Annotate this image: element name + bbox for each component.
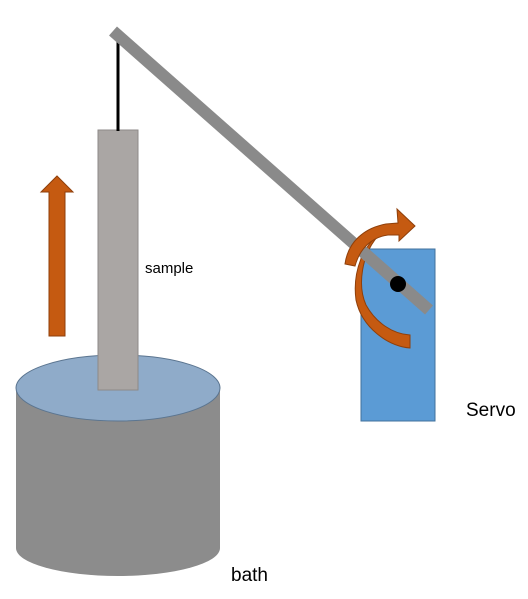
curved-rotation-arrow-icon <box>344 207 416 267</box>
bath-body <box>16 388 220 576</box>
bath-label: bath <box>231 565 268 586</box>
lever-arm <box>109 26 433 315</box>
arrow-up-icon <box>39 175 75 337</box>
pivot <box>390 276 406 292</box>
servo-label: Servo <box>466 400 516 421</box>
sample-label: sample <box>145 260 194 277</box>
sample <box>97 129 139 391</box>
